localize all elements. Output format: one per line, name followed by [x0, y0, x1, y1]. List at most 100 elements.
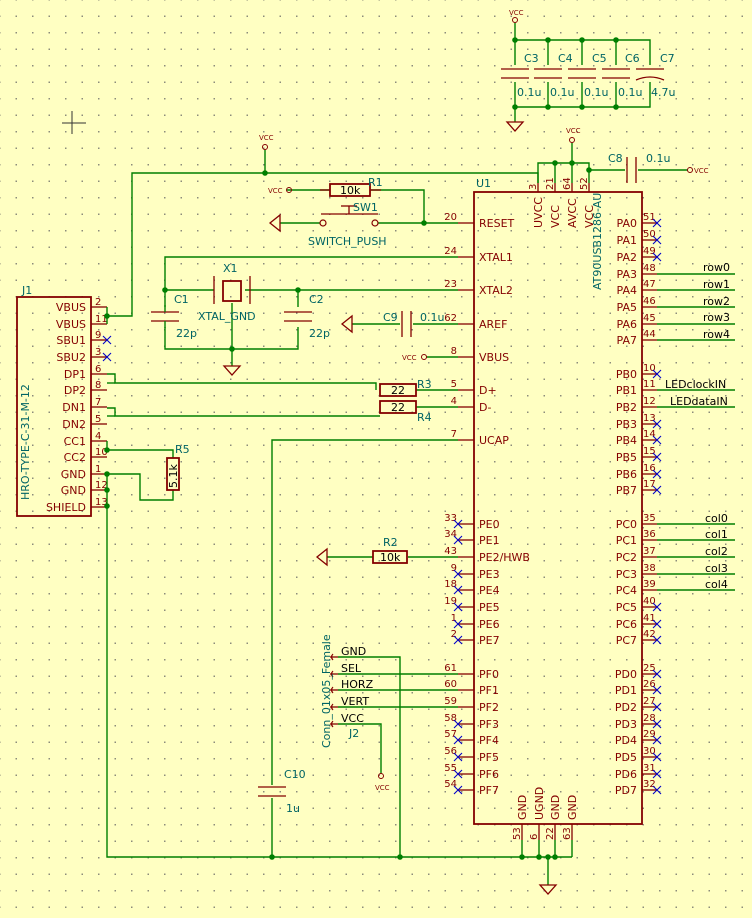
j1-pin-number: 13 — [95, 497, 108, 508]
u1-pin-number: 58 — [444, 713, 457, 724]
wires — [106, 23, 735, 885]
u1-pin-number: 64 — [562, 177, 573, 190]
no-connect-marker — [102, 352, 112, 362]
u1-pin-name: PD7 — [615, 784, 637, 797]
svg-text:C5: C5 — [592, 52, 607, 65]
net-row3: row3 — [703, 311, 730, 324]
vcc-symbol: VCC — [268, 187, 292, 195]
cap-c6: C6 0.1u — [602, 52, 642, 99]
u1-pin-name: PF7 — [479, 784, 499, 797]
u1-pin-number: 46 — [643, 296, 656, 307]
u1-pin-number: 21 — [545, 177, 556, 190]
svg-text:C4: C4 — [558, 52, 573, 65]
svg-text:4.7u: 4.7u — [651, 86, 675, 99]
resistor-r4: R4 22 — [379, 400, 432, 424]
gnd-symbol — [538, 884, 558, 895]
j1-pin-number: 6 — [95, 364, 101, 375]
u1-pin-name: PB3 — [616, 418, 637, 431]
j1-pin-name: DN2 — [62, 418, 86, 431]
u1-pin-number: 7 — [451, 429, 457, 440]
u1-pin-name: PF2 — [479, 701, 499, 714]
gnd-symbol — [340, 314, 353, 334]
net-labels: row0 row1 row2 row3 row4 LEDclockIN LEDd… — [665, 261, 730, 591]
j1-pin-name: VBUS — [56, 301, 86, 314]
no-connect-marker — [453, 735, 463, 745]
net-row4: row4 — [703, 328, 730, 341]
u1-pin-name: PF1 — [479, 684, 499, 697]
svg-text:5.1k: 5.1k — [167, 464, 180, 488]
u1-pin-name: PC2 — [616, 551, 637, 564]
cap-c5: C5 0.1u — [568, 52, 608, 99]
cap-c4: C4 0.1u — [534, 52, 574, 99]
u1-pin-number: 41 — [643, 613, 656, 624]
u1-pin-number: 24 — [444, 246, 457, 257]
u1-pin-number: 54 — [444, 779, 457, 790]
u1-pin-number: 27 — [643, 696, 656, 707]
u1-pin-number: 47 — [643, 279, 656, 290]
no-connect-marker — [652, 419, 662, 429]
svg-text:C1: C1 — [174, 293, 189, 306]
u1-pin-name: PC6 — [616, 618, 637, 631]
svg-text:SW1: SW1 — [353, 201, 378, 214]
u1-pin-number: 55 — [444, 763, 457, 774]
cursor-crosshair — [62, 111, 86, 134]
no-connect-marker — [453, 752, 463, 762]
u1-pin-number: 45 — [643, 313, 656, 324]
u1-pin-number: 4 — [451, 396, 457, 407]
u1-pin-name: PC5 — [616, 601, 637, 614]
no-connect-marker — [652, 218, 662, 228]
u1-pin-number: 19 — [444, 596, 457, 607]
svg-text:0.1u: 0.1u — [584, 86, 608, 99]
no-connect-marker — [652, 452, 662, 462]
svg-text:0.1u: 0.1u — [550, 86, 574, 99]
j1-pin-number: 2 — [95, 297, 101, 308]
no-connect-marker — [652, 435, 662, 445]
u1-pin-name: PE5 — [479, 601, 500, 614]
net-row2: row2 — [703, 295, 730, 308]
u1-pin-number: 35 — [643, 513, 656, 524]
j1-pin-number: 10 — [95, 447, 108, 458]
u1-ref: U1 — [476, 177, 491, 190]
u1-pin-name: XTAL2 — [479, 284, 513, 297]
cap-c9: C9 0.1u — [383, 311, 444, 337]
no-connect-marker — [652, 252, 662, 262]
u1-pin-number: 52 — [579, 177, 590, 190]
svg-text:1u: 1u — [286, 802, 300, 815]
j1-pin-name: GND — [61, 484, 86, 497]
net-col2: col2 — [705, 545, 728, 558]
u1-pin-name: PF4 — [479, 734, 499, 747]
svg-text:C8: C8 — [608, 152, 623, 165]
no-connect-marker — [453, 635, 463, 645]
j2-net-label: GND — [341, 645, 366, 658]
u1-pin-name: PE7 — [479, 634, 500, 647]
net-led-clock: LEDclockIN — [665, 378, 726, 391]
u1-pin-number: 11 — [643, 379, 656, 390]
no-connect-marker — [453, 569, 463, 579]
svg-text:VCC: VCC — [566, 127, 581, 135]
u1-pin-name: PB2 — [616, 401, 637, 414]
resistor-r1: R1 10k — [320, 176, 383, 197]
no-connect-marker — [453, 602, 463, 612]
j1-pin-name: VBUS — [56, 318, 86, 331]
u1-pin-left: 54 PF7 — [444, 779, 499, 797]
